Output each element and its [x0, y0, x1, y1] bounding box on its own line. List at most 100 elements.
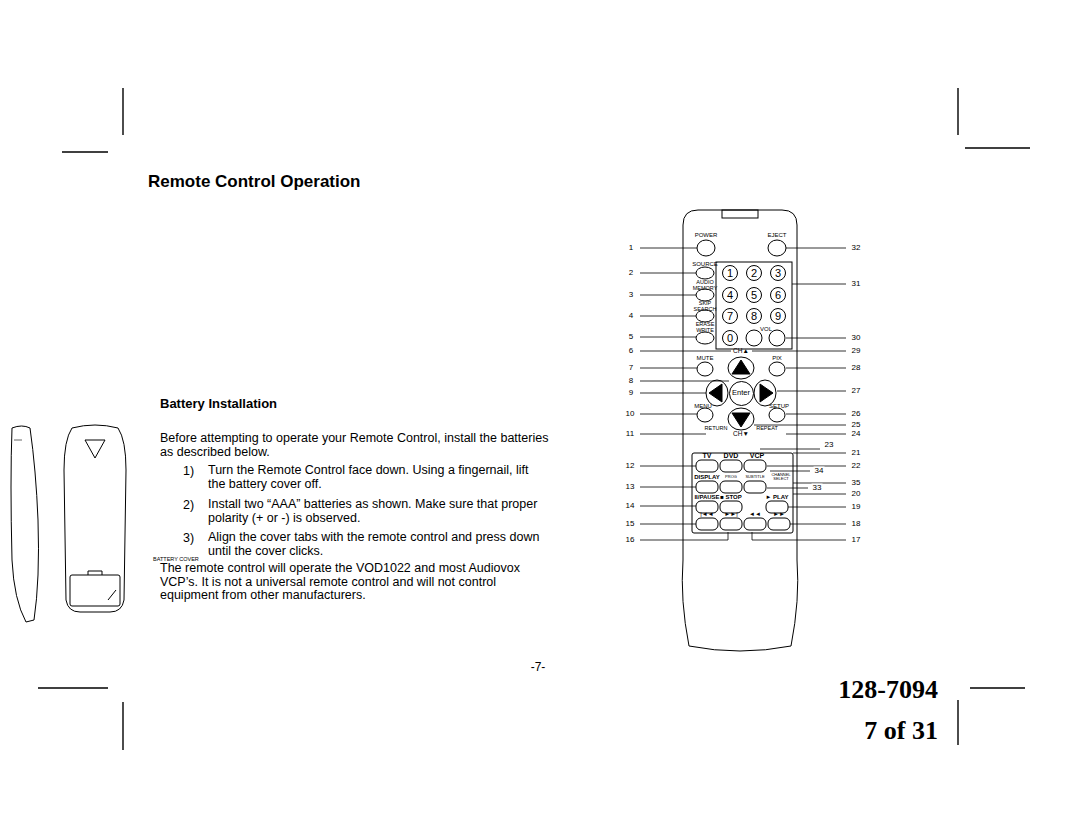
button-label: PROG — [725, 475, 737, 479]
leader-lines — [640, 248, 846, 540]
button-label: POWER — [695, 232, 718, 239]
callout-number: 31 — [851, 280, 862, 289]
page-count: 7 of 31 — [864, 716, 938, 745]
button-text: 7 — [727, 311, 733, 322]
callout-number: 29 — [851, 347, 862, 356]
callout-number: 25 — [851, 421, 862, 430]
button-label: CHANNEL SELECT — [770, 473, 792, 481]
callout-number: 17 — [851, 536, 862, 545]
number-button: 0 — [722, 330, 738, 346]
callout-number: 15 — [625, 520, 636, 529]
list-number: 1) — [183, 464, 194, 478]
button-label: II/PAUSE — [694, 494, 719, 501]
number-button: 8 — [746, 308, 762, 324]
button-label: DVD — [724, 452, 739, 460]
button-text: 4 — [727, 290, 733, 301]
section-heading: Battery Installation — [160, 397, 277, 412]
crop-marks — [38, 88, 1030, 750]
callout-number: 34 — [814, 467, 825, 476]
body-text: Before attempting to operate your Remote… — [160, 432, 550, 459]
list-number: 2) — [183, 498, 194, 512]
callout-number: 14 — [625, 502, 636, 511]
callout-number: 3 — [628, 291, 634, 300]
callout-number: 13 — [625, 483, 636, 492]
callout-number: 33 — [812, 484, 823, 493]
button-label: SKIP SEARCH — [691, 301, 719, 312]
remote-body — [682, 210, 798, 651]
enter-button: Enter — [729, 381, 754, 406]
body-text: The remote control will operate the VOD1… — [160, 562, 550, 603]
number-button: 4 — [722, 287, 738, 303]
number-button: 9 — [770, 308, 786, 324]
button-label: MENU — [694, 403, 712, 410]
callout-number: 23 — [824, 441, 835, 450]
callout-number: 21 — [851, 449, 862, 458]
callout-number: 5 — [628, 333, 634, 342]
button-label: CH▲ — [733, 347, 749, 354]
button-label: SOURCE — [692, 261, 718, 268]
page-title: Remote Control Operation — [148, 172, 361, 191]
callout-number: 35 — [851, 479, 862, 488]
button-text: 8 — [751, 311, 757, 322]
callout-number: 12 — [625, 462, 636, 471]
callout-number: 20 — [851, 490, 862, 499]
callout-number: 16 — [625, 536, 636, 545]
remote-back-view — [64, 425, 126, 612]
callout-number: 24 — [851, 430, 862, 439]
button-text: 3 — [775, 268, 781, 279]
button-text: 1 — [727, 268, 733, 279]
callout-number: 27 — [851, 387, 862, 396]
callout-number: 8 — [628, 377, 634, 386]
list-text: Turn the Remote Control face down. Using… — [208, 464, 548, 491]
button-label: AUDIO MEMORY — [691, 280, 719, 291]
callout-number: 6 — [628, 347, 634, 356]
button-label: SUBTITLE — [745, 475, 765, 479]
callout-number: 11 — [625, 430, 635, 439]
list-number: 3) — [183, 531, 194, 545]
callout-number: 9 — [628, 389, 634, 398]
page-number: -7- — [531, 661, 546, 674]
number-button: 5 — [746, 287, 762, 303]
button-label: VOL — [760, 326, 772, 333]
callout-number: 18 — [851, 520, 862, 529]
callout-number: 28 — [851, 364, 862, 373]
button-label: ERASE WRITE — [691, 322, 719, 333]
document-number: 128-7094 — [838, 675, 938, 704]
callout-number: 22 — [851, 462, 862, 471]
button-label: SETUP — [769, 403, 789, 410]
number-button: 6 — [770, 287, 786, 303]
callout-number: 30 — [851, 334, 862, 343]
number-button: 2 — [746, 265, 762, 281]
button-label: PIX — [772, 355, 782, 362]
button-text: 6 — [775, 290, 781, 301]
button-text: 5 — [751, 290, 757, 301]
remote-side-view — [11, 426, 39, 622]
button-label: ►► — [773, 511, 785, 518]
callout-number: 1 — [628, 244, 634, 253]
button-label: TV — [703, 452, 712, 460]
button-label: ■ STOP — [720, 494, 742, 501]
callout-number: 19 — [851, 503, 862, 512]
callout-number: 7 — [628, 364, 634, 373]
button-text: 9 — [775, 311, 781, 322]
button-label: MUTE — [697, 355, 714, 362]
callout-number: 4 — [628, 312, 634, 321]
callout-number: 2 — [628, 269, 634, 278]
list-text: Install two “AAA” batteries as shown. Ma… — [208, 498, 548, 525]
button-label: RETURN — [705, 425, 728, 431]
button-text: 2 — [751, 268, 757, 279]
number-button: 7 — [722, 308, 738, 324]
button-text: Enter — [732, 389, 750, 397]
part-label: BATTERY COVER — [152, 556, 200, 562]
button-label: EJECT — [767, 232, 786, 239]
button-label: VCP — [750, 452, 764, 460]
button-label: DISPLAY — [694, 474, 719, 481]
callout-number: 26 — [851, 410, 862, 419]
callout-number: 32 — [851, 244, 862, 253]
list-text: Align the cover tabs with the remote con… — [208, 531, 548, 558]
button-label: ►►| — [724, 511, 737, 518]
callout-number: 10 — [625, 410, 636, 419]
button-label: REPEAT — [756, 425, 778, 431]
